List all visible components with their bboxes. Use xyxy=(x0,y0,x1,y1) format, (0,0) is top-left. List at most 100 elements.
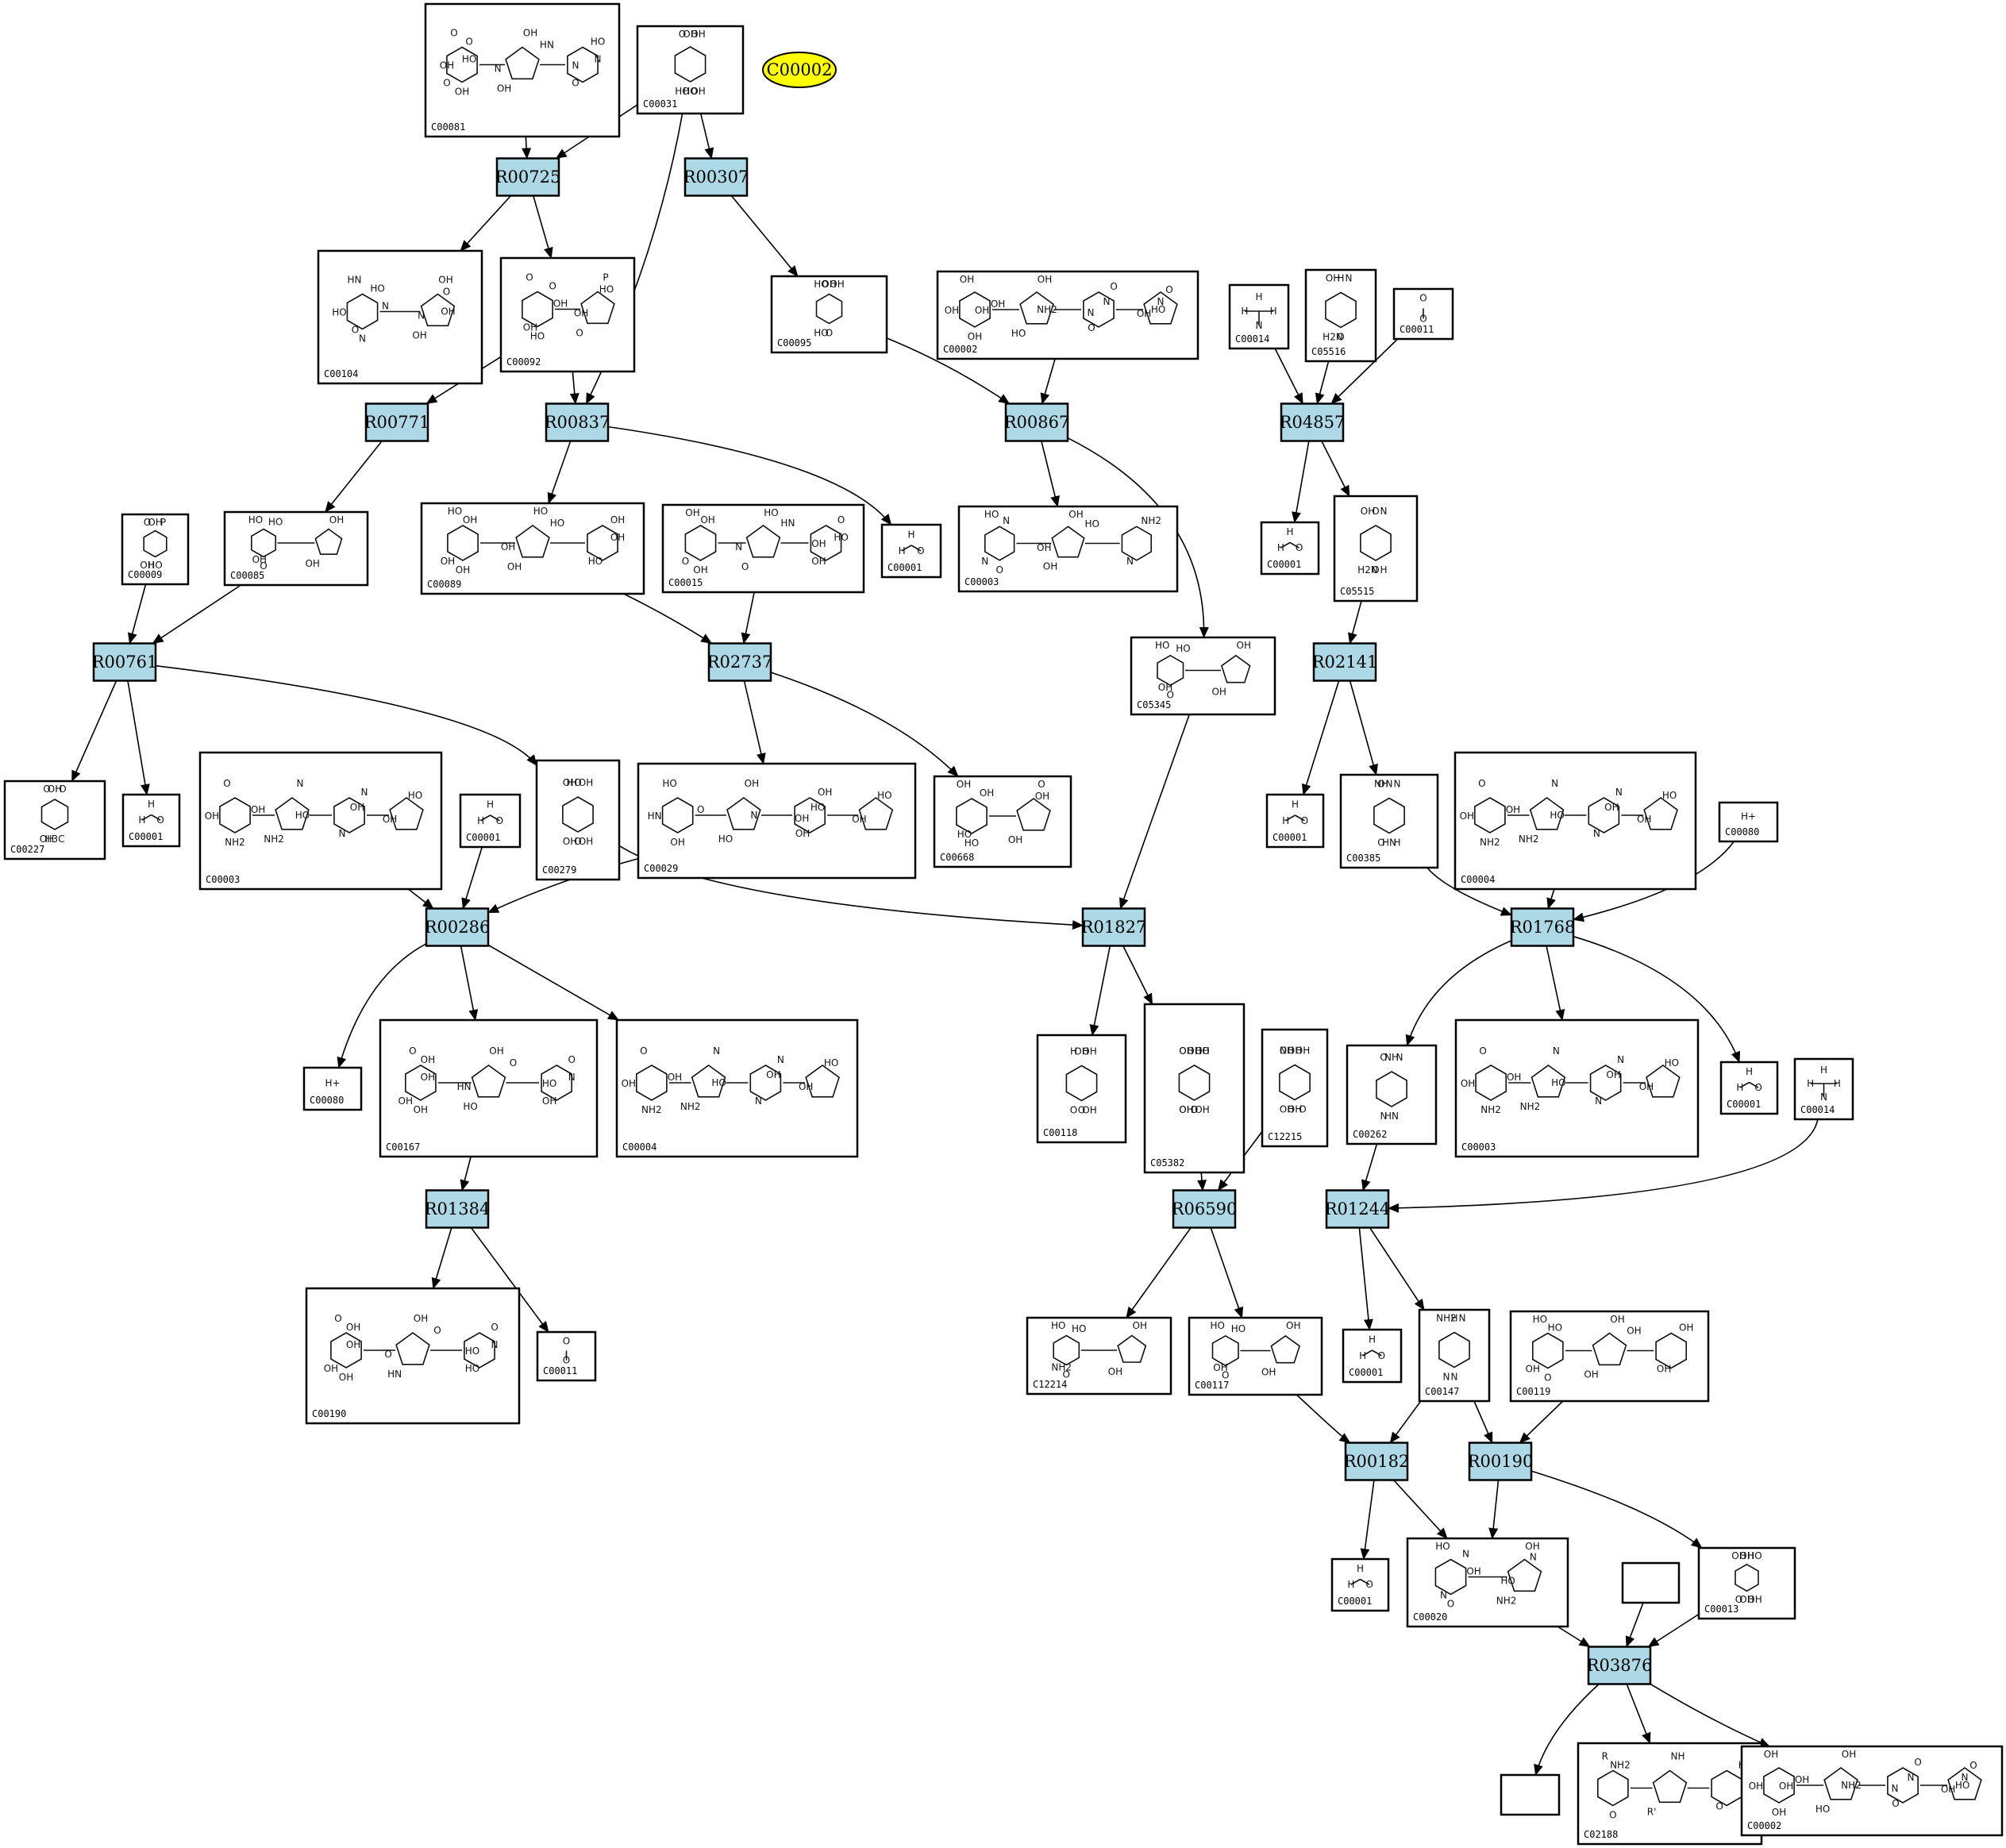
compound-Cblank1[interactable] xyxy=(1621,1561,1681,1604)
reaction-R01244[interactable]: R01244 xyxy=(1325,1189,1391,1229)
reaction-R00771[interactable]: R00771 xyxy=(364,402,430,442)
atom-label: HN xyxy=(457,1081,472,1092)
atom-label: HO xyxy=(957,829,972,840)
reaction-R00867[interactable]: R00867 xyxy=(1004,402,1070,442)
reaction-R04857[interactable]: R04857 xyxy=(1280,402,1346,442)
reaction-R01827[interactable]: R01827 xyxy=(1081,907,1147,947)
atom-label: OH xyxy=(1584,1369,1598,1380)
reaction-R03876[interactable]: R03876 xyxy=(1587,1646,1653,1685)
atom-label: N xyxy=(338,828,345,839)
reaction-R00190[interactable]: R00190 xyxy=(1468,1442,1534,1481)
reaction-R00286[interactable]: R00286 xyxy=(425,907,491,947)
atom-label: OH xyxy=(1460,810,1474,822)
edge-C05345-R01827 xyxy=(1119,714,1191,910)
compound-Cblank2[interactable] xyxy=(1500,1773,1561,1816)
atom-label: OH xyxy=(1179,1045,1193,1057)
edge-R00761-C00001c xyxy=(127,680,150,795)
reaction-R00761[interactable]: R00761 xyxy=(92,642,158,682)
atom-label: O xyxy=(260,560,267,572)
highlight-compound[interactable]: C00002 xyxy=(762,52,837,88)
reaction-R01768[interactable]: R01768 xyxy=(1510,907,1576,947)
atom-label: NH2 xyxy=(1051,1361,1072,1373)
compound-label: C00003 xyxy=(1461,1142,1496,1153)
structure-drawing: HOH xyxy=(1347,1563,1373,1590)
compound-box xyxy=(223,510,369,587)
atom-label: OH xyxy=(1525,1541,1539,1552)
reaction-R01384[interactable]: R01384 xyxy=(425,1189,491,1229)
edge-C00003b-R00286 xyxy=(407,888,434,910)
compound-box xyxy=(305,1287,521,1425)
compound-label: C05516 xyxy=(1311,346,1346,357)
atom-label: O xyxy=(352,325,359,336)
compound-label: C05345 xyxy=(1137,699,1171,710)
reaction-R00182[interactable]: R00182 xyxy=(1344,1442,1410,1481)
compound-box xyxy=(1793,1057,1854,1121)
reaction-R00837[interactable]: R00837 xyxy=(545,402,610,442)
compound-box xyxy=(1577,1742,1763,1846)
compound-C00080b[interactable]: H+C00080 xyxy=(302,1066,363,1111)
compound-C00080a[interactable]: H+C00080 xyxy=(1718,801,1779,843)
atom-label: HO xyxy=(542,1078,556,1089)
reaction-R06590[interactable]: R06590 xyxy=(1172,1189,1238,1229)
compound-box xyxy=(1740,1745,2004,1837)
atom-label: P xyxy=(160,517,166,528)
reaction-R00307[interactable]: R00307 xyxy=(683,157,749,197)
reaction-R02737[interactable]: R02737 xyxy=(707,642,773,682)
reaction-R00725[interactable]: R00725 xyxy=(495,157,561,197)
atom-label: OH xyxy=(305,558,319,569)
reaction-R02141[interactable]: R02141 xyxy=(1312,642,1378,682)
atom-label: HO xyxy=(1011,328,1026,339)
compound-label: C00118 xyxy=(1043,1127,1077,1138)
